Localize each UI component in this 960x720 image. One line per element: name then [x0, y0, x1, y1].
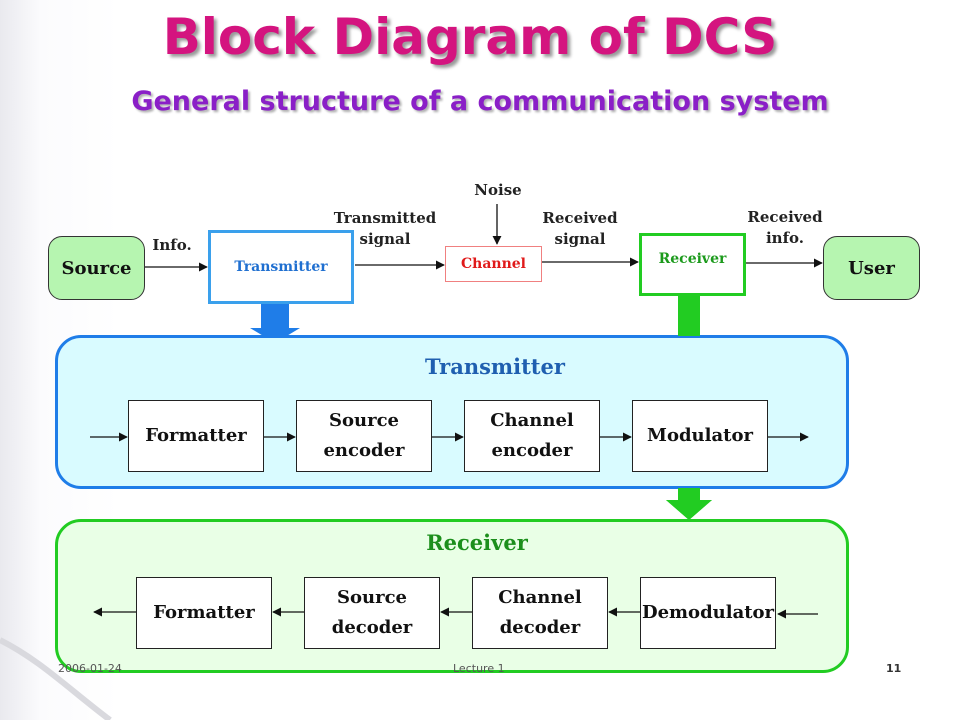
footer-lecture: Lecture 1 [453, 662, 505, 675]
tx-formatter-block: Formatter [128, 400, 264, 472]
rx-formatter-block: Formatter [136, 577, 272, 649]
received-signal-label: Received signal [530, 208, 630, 250]
received-info-label: Received info. [735, 207, 835, 249]
rx-source-decoder-line-2: decoder [331, 617, 413, 638]
tx-source-encoder-line-2: encoder [323, 440, 405, 461]
received-info-line-1: Received [747, 208, 823, 226]
transmitter-label: Transmitter [234, 259, 328, 275]
source-label: Source [61, 257, 132, 279]
channel-node: Channel [445, 246, 542, 282]
user-label: User [848, 257, 895, 279]
received-signal-line-1: Received [542, 209, 618, 227]
received-info-line-2: info. [765, 229, 805, 247]
received-signal-line-2: signal [554, 230, 606, 248]
rx-channel-decoder-block: Channel decoder [472, 577, 608, 649]
footer-date: 2006-01-24 [58, 662, 122, 675]
tx-source-encoder-block: Source encoder [296, 400, 432, 472]
user-node: User [823, 236, 920, 300]
rx-channel-decoder-line-1: Channel [498, 587, 582, 608]
rx-demodulator-block: Demodulator [640, 577, 776, 649]
tx-source-encoder-line-1: Source [329, 410, 399, 431]
receiver-label: Receiver [658, 250, 727, 267]
rx-formatter-line-1: Formatter [153, 602, 255, 623]
transmitted-signal-line-2: signal [359, 230, 411, 248]
info-label: Info. [152, 236, 192, 254]
receiver-panel-title: Receiver [426, 530, 528, 555]
transmitted-signal-line-1: Transmitted [333, 209, 437, 227]
transmitter-node: Transmitter [208, 230, 354, 304]
page-subtitle: General structure of a communication sys… [131, 86, 829, 117]
tx-channel-encoder-block: Channel encoder [464, 400, 600, 472]
transmitter-panel-title: Transmitter [425, 354, 565, 379]
footer-page-number: 11 [886, 662, 902, 675]
page-title: Block Diagram of DCS [162, 8, 778, 66]
receiver-node: Receiver [639, 233, 746, 296]
transmitter-expand-arrow [250, 303, 300, 343]
tx-modulator-line-1: Modulator [647, 425, 753, 446]
rx-channel-decoder-line-2: decoder [499, 617, 581, 638]
source-node: Source [48, 236, 145, 300]
rx-source-decoder-block: Source decoder [304, 577, 440, 649]
transmitted-signal-label: Transmitted signal [330, 208, 440, 250]
tx-channel-encoder-line-2: encoder [491, 440, 573, 461]
rx-source-decoder-line-1: Source [337, 587, 407, 608]
noise-label: Noise [474, 181, 522, 199]
channel-label: Channel [461, 256, 526, 272]
rx-demodulator-line-1: Demodulator [641, 602, 775, 623]
tx-formatter-line-1: Formatter [145, 425, 247, 446]
tx-channel-encoder-line-1: Channel [490, 410, 574, 431]
tx-modulator-block: Modulator [632, 400, 768, 472]
